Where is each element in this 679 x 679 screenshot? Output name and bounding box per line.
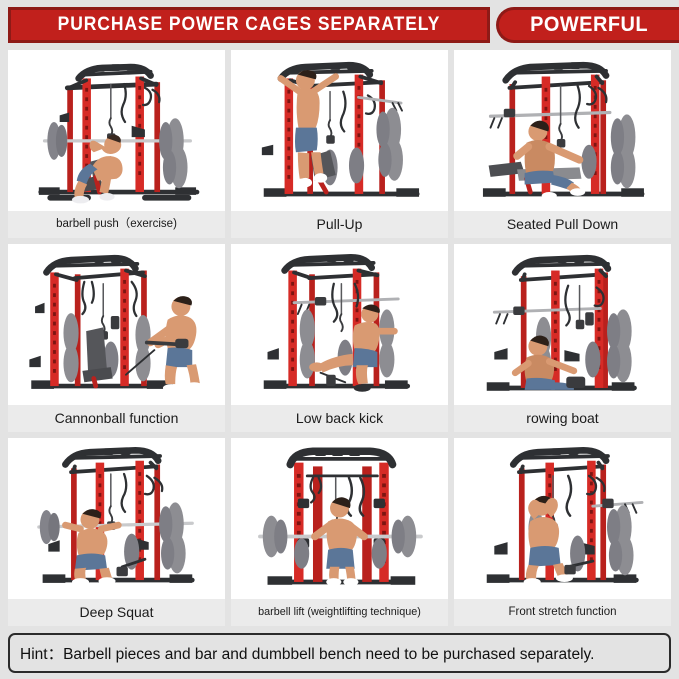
power-cage-image-rowing-boat (454, 244, 671, 405)
exercise-grid: barbell push（exercise) (8, 50, 671, 626)
exercise-card[interactable]: rowing boat (454, 244, 671, 432)
hint-text: Hint：Barbell pieces and bar and dumbbell… (20, 646, 595, 663)
title-banner: PURCHASE POWER CAGES SEPARATELY (8, 7, 490, 43)
power-cage-image-pull-up (231, 50, 448, 211)
exercise-card[interactable]: barbell lift (weightlifting technique) (231, 438, 448, 626)
power-cage-image-seated-pull-down (454, 50, 671, 211)
exercise-caption: Front stretch function (454, 599, 671, 626)
exercise-caption: barbell push（exercise) (8, 211, 225, 238)
power-cage-image-deep-squat (8, 438, 225, 599)
title-banner-inner: PURCHASE POWER CAGES SEPARATELY (11, 10, 487, 40)
exercise-caption: barbell lift (weightlifting technique) (231, 599, 448, 626)
exercise-card[interactable]: Deep Squat (8, 438, 225, 626)
hint-box: Hint：Barbell pieces and bar and dumbbell… (8, 633, 671, 673)
exercise-caption: rowing boat (454, 405, 671, 432)
exercise-caption: Low back kick (231, 405, 448, 432)
exercise-card[interactable]: Front stretch function (454, 438, 671, 626)
exercise-card[interactable]: Cannonball function (8, 244, 225, 432)
exercise-caption: Seated Pull Down (454, 211, 671, 238)
exercise-caption: Cannonball function (8, 405, 225, 432)
power-cage-image-front-stretch-function (454, 438, 671, 599)
power-cage-image-low-back-kick (231, 244, 448, 405)
exercise-caption: Deep Squat (8, 599, 225, 626)
power-cage-image-cannonball-function (8, 244, 225, 405)
exercise-card[interactable]: barbell push（exercise) (8, 50, 225, 238)
exercise-card[interactable]: Low back kick (231, 244, 448, 432)
header-banner: PURCHASE POWER CAGES SEPARATELY POWERFUL (8, 7, 679, 43)
power-cage-image-barbell-lift (231, 438, 448, 599)
powerful-badge: POWERFUL (496, 7, 679, 43)
exercise-card[interactable]: Pull-Up (231, 50, 448, 238)
powerful-badge-label: POWERFUL (530, 13, 648, 36)
page-title: PURCHASE POWER CAGES SEPARATELY (57, 14, 441, 35)
exercise-caption: Pull-Up (231, 211, 448, 238)
exercise-card[interactable]: Seated Pull Down (454, 50, 671, 238)
power-cage-image-barbell-push (8, 50, 225, 211)
